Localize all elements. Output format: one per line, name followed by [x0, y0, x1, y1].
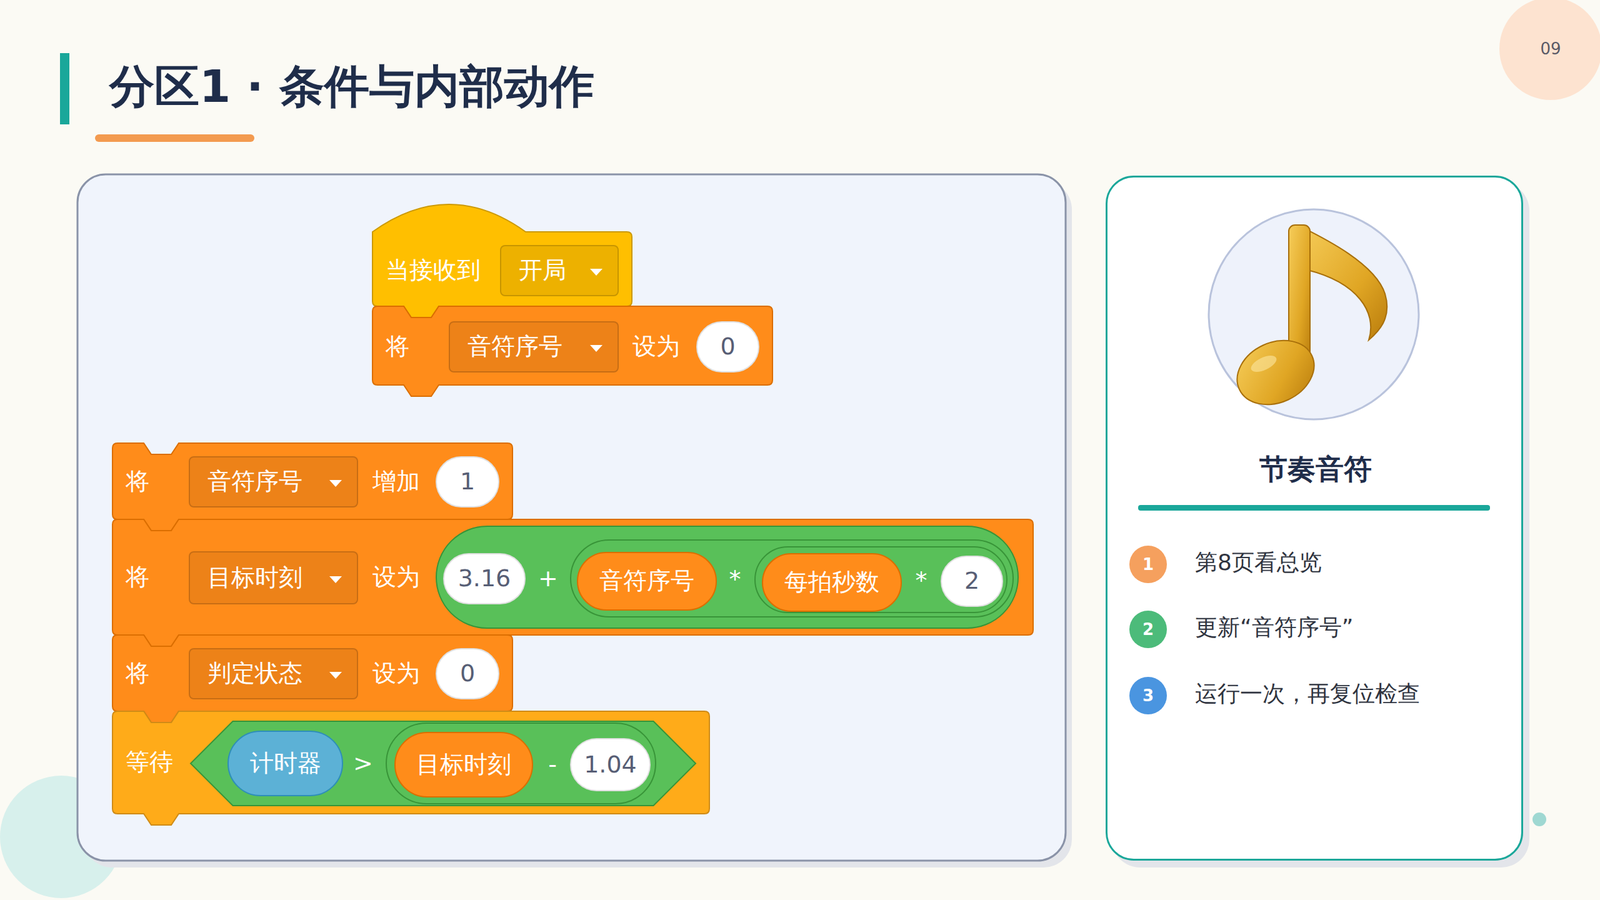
info-card: 节奏音符 1 2 3 — [1105, 175, 1524, 861]
arrow-triangle — [329, 671, 342, 679]
operator-symbol: * — [915, 568, 928, 595]
wait-block: 等待 > 计时器 - 目标时刻 1.04 — [112, 711, 710, 814]
variable-block: 将 设为 目标时刻 +3.16 * 音符序号 * 每拍秒数 2 — [112, 519, 1034, 635]
dropdown-field: 音符序号 — [448, 321, 619, 373]
block-text: 等待 — [125, 749, 174, 776]
variable-reporter: 每拍秒数 — [761, 553, 902, 612]
number-input: 1 — [435, 456, 500, 508]
block-text: 音符序号 — [599, 568, 695, 595]
block-outline — [372, 306, 773, 397]
block-text: 设为 — [372, 564, 420, 591]
block-outline — [372, 204, 632, 318]
code-panel — [77, 174, 1066, 861]
block-text: 3.16 — [458, 565, 512, 592]
sensing-reporter: 计时器 — [227, 730, 344, 797]
block-text: 当接收到 — [385, 257, 481, 284]
slide-title: 分区1 · 条件与内部动作 — [109, 56, 595, 117]
number-input: 0 — [696, 321, 760, 373]
block-text: 音符序号 — [207, 468, 303, 495]
block-text: 设为 — [632, 333, 680, 360]
block-text: 音符序号 — [467, 333, 563, 360]
block-outline — [112, 635, 513, 723]
dropdown-field: 开局 — [500, 245, 619, 297]
block-text: 目标时刻 — [416, 751, 512, 779]
block-text: 增加 — [372, 468, 420, 495]
boolean-operator: > 计时器 - 目标时刻 1.04 — [190, 720, 697, 807]
dropdown-arrow — [328, 478, 344, 489]
block-text: 开局 — [518, 257, 567, 284]
operator-reporter: - 目标时刻 1.04 — [385, 722, 657, 805]
block-text: 2 — [964, 568, 980, 595]
note-flag — [1300, 226, 1387, 340]
block-outline — [112, 443, 513, 531]
block-text: 将 — [125, 660, 150, 687]
dropdown-arrow — [328, 670, 344, 680]
operator-symbol: + — [538, 565, 559, 592]
number-input: 1.04 — [570, 738, 651, 792]
music-note — [1226, 225, 1388, 417]
block-text: 将 — [125, 468, 150, 495]
dropdown-arrow — [328, 574, 344, 585]
block-outline — [112, 711, 710, 825]
icon-circle — [1208, 209, 1419, 420]
block-text: 判定状态 — [207, 660, 303, 687]
variable-block: 将 设为 判定状态 0 — [112, 635, 513, 712]
callout-number: 2 — [1142, 620, 1154, 639]
title-underline — [95, 134, 255, 142]
hat-block: 当接收到 开局 — [372, 204, 632, 307]
block-text: 设为 — [372, 660, 420, 687]
block-text: 计时器 — [250, 750, 322, 777]
block-text: 0 — [720, 333, 735, 360]
operator-reporter: * 音符序号 * 每拍秒数 2 — [570, 539, 1014, 618]
step-text: 更新“音符序号” — [1195, 612, 1354, 644]
arrow-triangle — [590, 345, 603, 352]
step-number: 2 — [1129, 610, 1167, 649]
block-outline — [112, 519, 1034, 647]
step-text: 第8页看总览 — [1195, 547, 1322, 579]
number-input: 0 — [435, 648, 500, 700]
arrow-triangle — [590, 268, 603, 276]
operator-reporter: +3.16 * 音符序号 * 每拍秒数 2 — [435, 525, 1019, 629]
decor-dot — [1532, 812, 1547, 827]
note-stem — [1288, 225, 1310, 369]
operator-symbol: * — [729, 566, 742, 594]
variable-reporter: 目标时刻 — [394, 731, 534, 798]
block-text: 1.04 — [583, 751, 637, 779]
variable-block: 将 增加 音符序号 1 — [112, 443, 513, 520]
block-text: 0 — [460, 660, 475, 687]
dropdown-arrow — [588, 343, 604, 354]
block-outline — [190, 721, 696, 806]
step-number: 1 — [1129, 545, 1167, 584]
callout-number: 3 — [1142, 686, 1154, 705]
page-number: 09 — [1499, 0, 1600, 100]
block-text: 将 — [125, 564, 150, 591]
operator-reporter: * 每拍秒数 2 — [754, 546, 1008, 614]
variable-block: 将 设为 音符序号 0 — [372, 306, 773, 385]
dropdown-field: 判定状态 — [188, 648, 359, 700]
operator-symbol: - — [548, 751, 557, 779]
arrow-triangle — [329, 480, 342, 487]
step-number: 3 — [1129, 676, 1167, 715]
number-input: 3.16 — [443, 553, 526, 605]
note-shine — [1248, 352, 1279, 376]
block-text: 每拍秒数 — [784, 569, 880, 596]
callout-number: 1 — [1142, 555, 1154, 574]
card-divider — [1138, 505, 1490, 511]
block-text: 09 — [1540, 40, 1561, 59]
variable-reporter: 音符序号 — [576, 551, 717, 611]
title-bar — [60, 53, 70, 125]
card-heading: 节奏音符 — [1259, 453, 1372, 485]
block-text: 目标时刻 — [207, 565, 303, 592]
dropdown-field: 目标时刻 — [188, 551, 359, 605]
arrow-triangle — [329, 576, 342, 584]
block-text: 1 — [460, 468, 475, 495]
operator-symbol: > — [353, 750, 374, 777]
block-text: 将 — [385, 333, 410, 360]
number-input: 2 — [940, 555, 1004, 607]
step-text: 运行一次，再复位检查 — [1195, 678, 1420, 710]
dropdown-arrow — [588, 266, 604, 277]
dropdown-field: 音符序号 — [188, 456, 359, 508]
note-head — [1226, 328, 1325, 417]
